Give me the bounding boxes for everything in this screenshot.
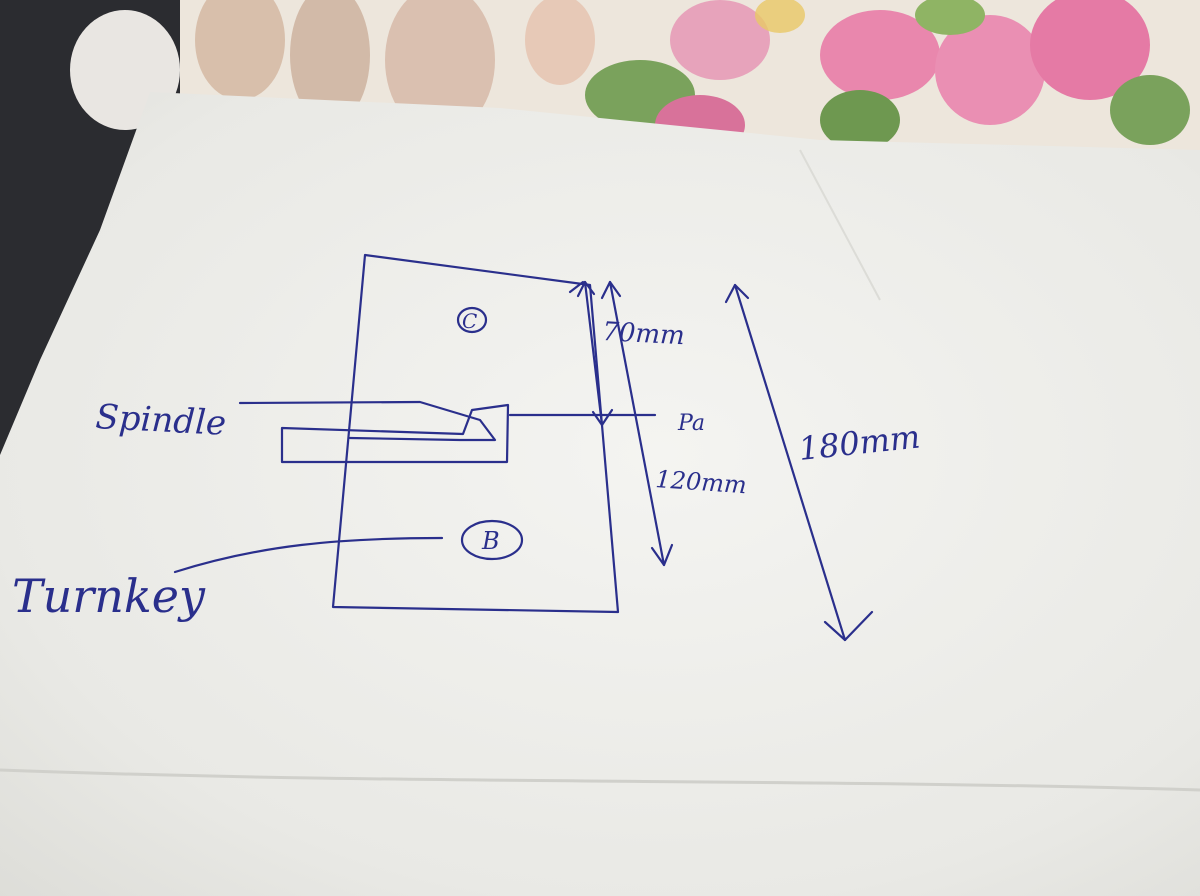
diagram-labels: Spindle Turnkey 70mm 120mm 180mm C B Pa	[12, 309, 922, 623]
floral-fabric	[70, 0, 1200, 170]
spindle-slot	[280, 403, 510, 464]
dim-180mm-arrow	[724, 283, 874, 642]
turnkey-label: Turnkey	[12, 569, 206, 623]
bottom-hole-marker	[460, 519, 524, 561]
turnkey-leader-line	[173, 536, 444, 574]
side-marker-label: Pa	[677, 411, 705, 436]
spindle-leader-line	[238, 400, 497, 442]
paper-fold-line	[0, 768, 1200, 792]
top-hole-letter: C	[462, 309, 477, 333]
plate-edge-strip	[568, 280, 585, 294]
dim-120mm-arrow	[600, 280, 674, 567]
hand-drawn-diagram	[173, 253, 874, 642]
plate-outline	[331, 253, 620, 614]
paper-sheet	[0, 92, 1200, 896]
spindle-label: Spindle	[95, 397, 228, 444]
dim-70mm-arrow	[576, 280, 614, 427]
paper-crease	[799, 149, 881, 301]
bottom-hole-letter: B	[481, 527, 500, 555]
dim-70mm-label: 70mm	[602, 317, 686, 351]
dim-120mm-label: 120mm	[655, 465, 748, 499]
top-hole-marker	[456, 306, 488, 334]
